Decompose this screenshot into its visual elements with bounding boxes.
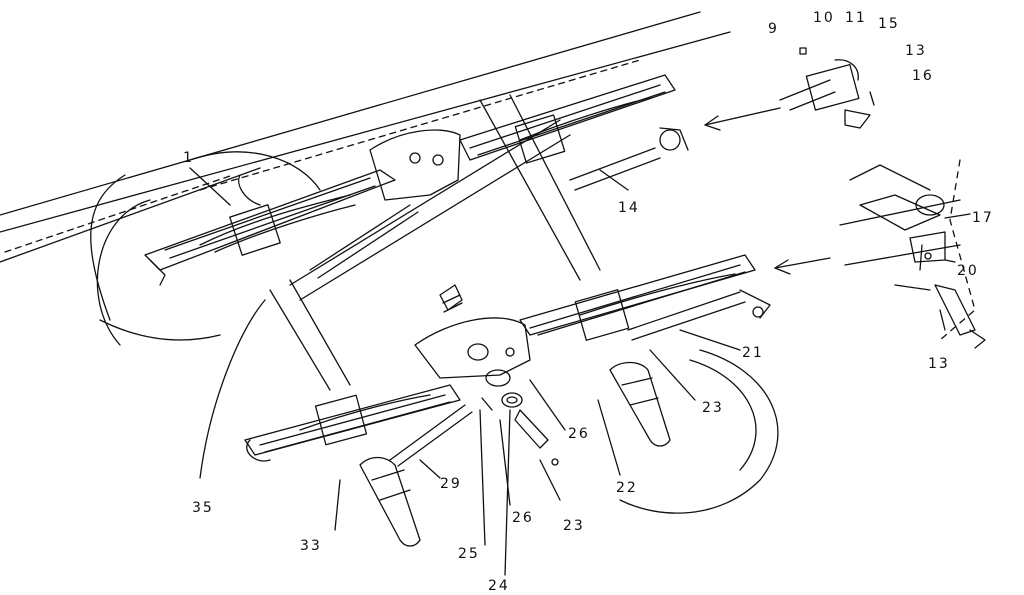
arrow-upper bbox=[704, 107, 781, 131]
label-24: 24 bbox=[488, 578, 510, 594]
label-23-lower: 23 bbox=[563, 518, 585, 534]
tie-rod-upper-right bbox=[569, 147, 661, 191]
frame-rail bbox=[0, 11, 731, 263]
label-23: 23 bbox=[702, 400, 724, 416]
rear-axle-tube bbox=[289, 119, 571, 301]
label-17: 17 bbox=[972, 210, 994, 226]
label-11: 11 bbox=[845, 10, 867, 26]
leader-lines bbox=[189, 167, 971, 576]
label-1: 1 bbox=[183, 150, 194, 166]
label-21: 21 bbox=[742, 345, 764, 361]
leaf-spring-upper-left bbox=[144, 169, 396, 286]
arrow-lower bbox=[774, 257, 831, 275]
steering-knuckle-left bbox=[359, 456, 421, 547]
label-14: 14 bbox=[618, 200, 640, 216]
label-13: 13 bbox=[905, 43, 927, 59]
label-33: 33 bbox=[300, 538, 322, 554]
leaf-spring-lower-left bbox=[244, 384, 461, 462]
steering-knuckle-right bbox=[609, 361, 671, 447]
label-9: 9 bbox=[768, 21, 779, 37]
left-wheel-outline bbox=[90, 151, 321, 346]
right-wheel-outline bbox=[619, 349, 779, 514]
label-20: 20 bbox=[957, 263, 979, 279]
reference-labels: 1 9 10 11 15 13 16 14 17 20 13 21 23 26 … bbox=[183, 10, 994, 594]
label-16: 16 bbox=[912, 68, 934, 84]
label-10: 10 bbox=[813, 10, 835, 26]
front-axle-assembly bbox=[269, 94, 601, 391]
label-26: 26 bbox=[568, 426, 590, 442]
tie-rod-lower bbox=[389, 404, 473, 467]
tie-rod-lower-right bbox=[627, 289, 771, 341]
bracket-plate-upper bbox=[369, 129, 461, 201]
label-29: 29 bbox=[440, 476, 462, 492]
label-15: 15 bbox=[878, 16, 900, 32]
detail-view-lower bbox=[839, 159, 986, 349]
label-35: 35 bbox=[192, 500, 214, 516]
exploded-parts bbox=[481, 369, 559, 466]
bracket-plate-lower bbox=[414, 284, 531, 379]
tie-rod-upper bbox=[309, 204, 419, 279]
label-25: 25 bbox=[458, 546, 480, 562]
label-13-lower: 13 bbox=[928, 356, 950, 372]
detail-view-upper bbox=[779, 47, 875, 129]
leaf-spring-lower-right bbox=[519, 254, 756, 341]
label-26-lower: 26 bbox=[512, 510, 534, 526]
label-22: 22 bbox=[616, 480, 638, 496]
leaf-spring-upper-right bbox=[459, 74, 689, 164]
